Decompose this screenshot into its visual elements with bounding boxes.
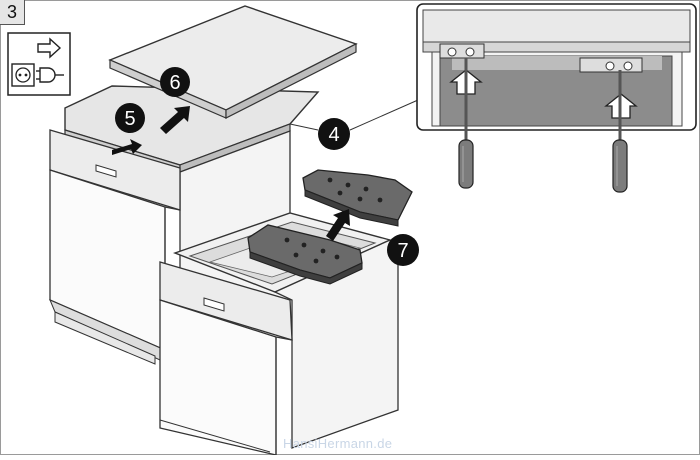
seal-plate-lifted: [302, 169, 413, 227]
disconnect-power-icon: [7, 32, 71, 96]
arrow-right-icon: [37, 37, 62, 59]
callout-7: 7: [387, 234, 419, 266]
detail-leader-line: [349, 99, 419, 131]
callout-6: 6: [160, 67, 190, 97]
mounting-bracket-left: [439, 43, 485, 59]
arrow-lift-seal: [326, 209, 350, 241]
arrow-lift-top: [160, 106, 190, 134]
arrow-slide-back: [112, 139, 142, 155]
svg-text:6: 6: [169, 72, 180, 94]
step-number: 3: [0, 0, 25, 25]
mounting-bracket-right: [579, 57, 643, 73]
power-plug-icon: [11, 63, 64, 87]
screwdriver-icon: [458, 58, 474, 189]
svg-text:7: 7: [397, 240, 408, 262]
dishwasher-front: [159, 212, 399, 456]
svg-text:4: 4: [328, 124, 339, 146]
seal-plate-installed: [247, 224, 363, 285]
callout-5: 5: [115, 103, 145, 133]
callout-4: 4: [318, 118, 350, 150]
screwdriver-icon: [612, 70, 628, 193]
detail-inset: [416, 3, 697, 193]
svg-text:5: 5: [124, 108, 135, 130]
watermark: HansiHermann.de: [283, 436, 393, 451]
